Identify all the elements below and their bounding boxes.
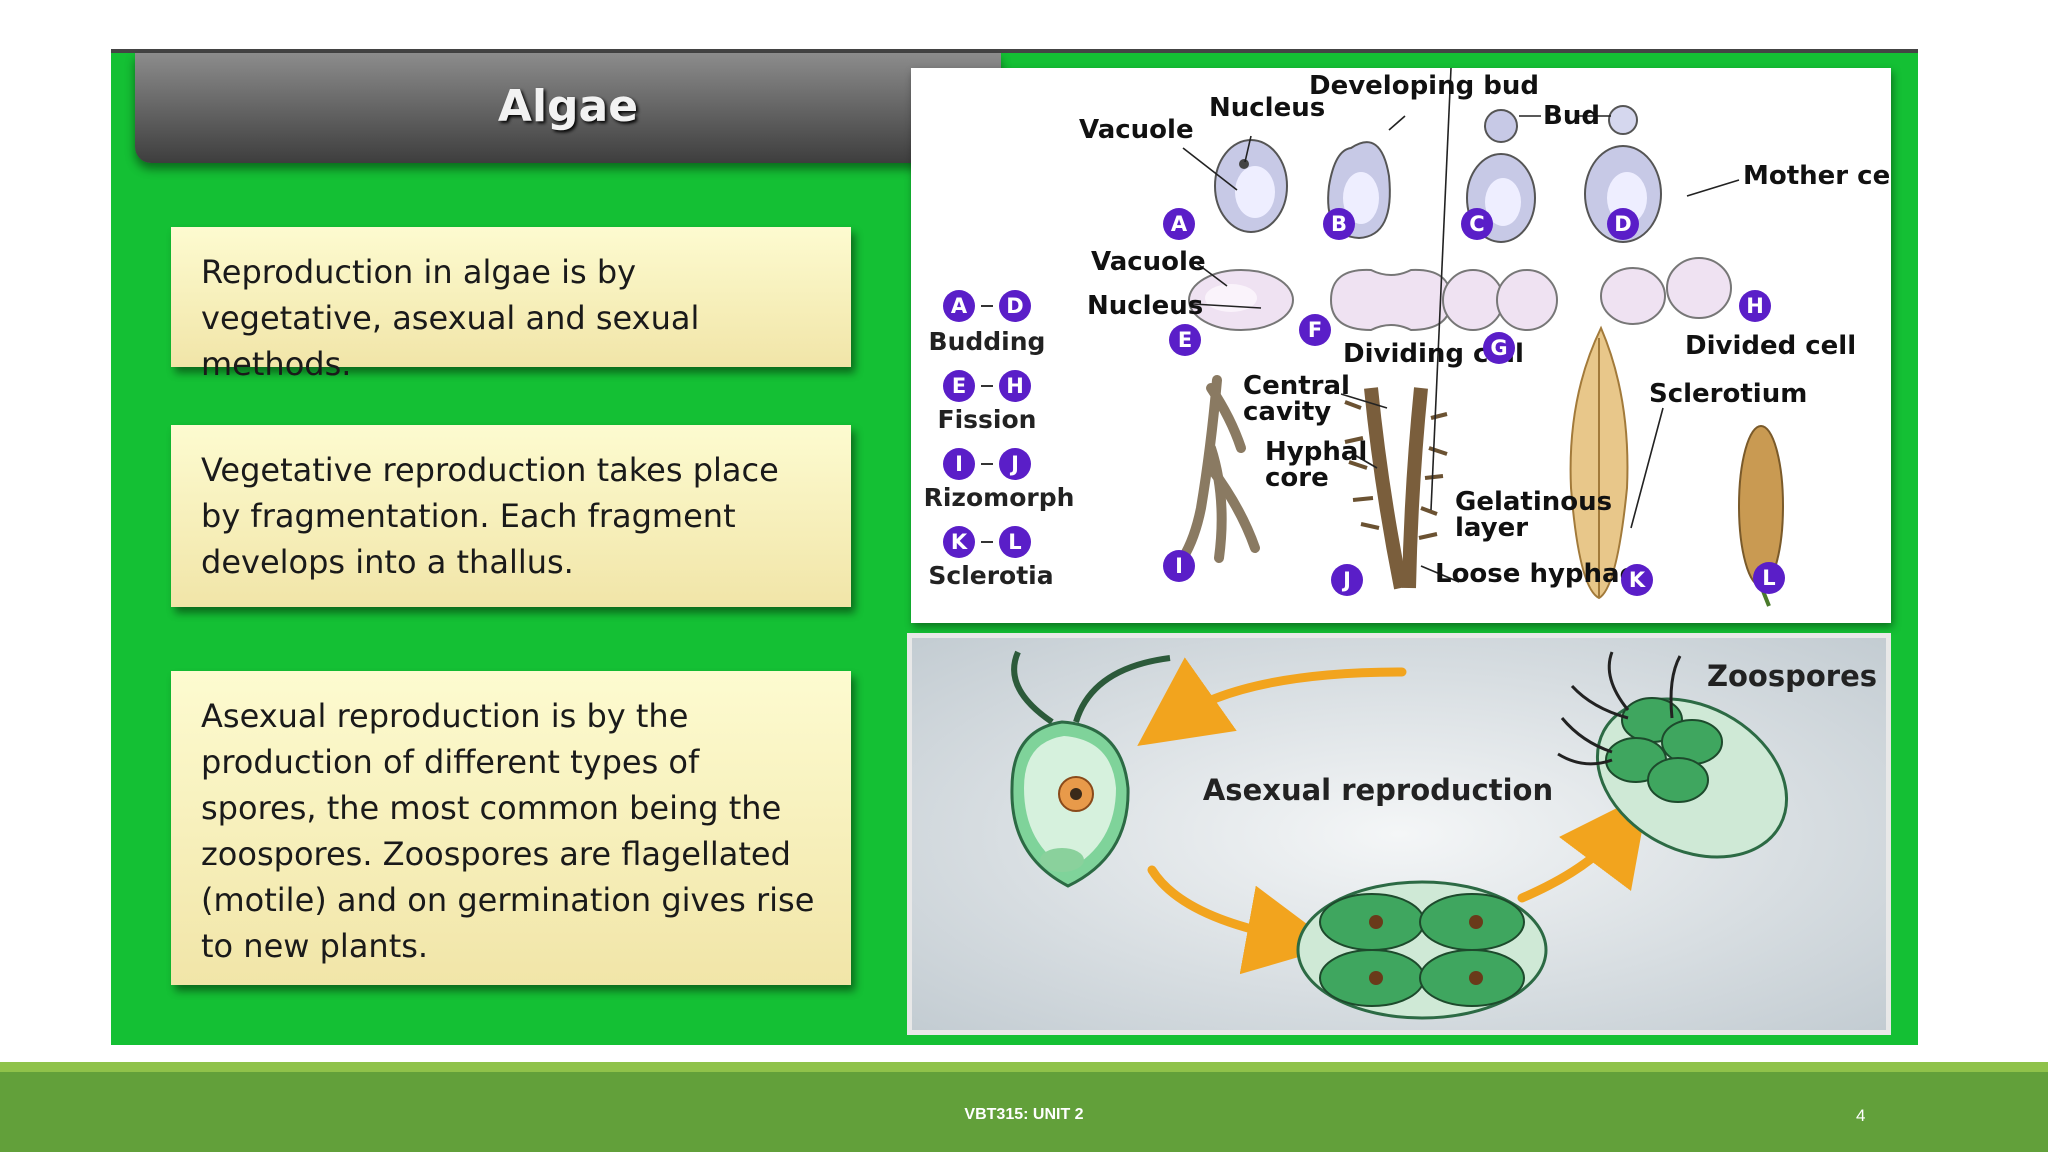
svg-text:L: L	[1008, 530, 1021, 554]
title-bar: Algae	[135, 53, 1001, 163]
zoospore-cell-illustration	[1010, 650, 1171, 888]
label-sclerotium: Sclerotium	[1649, 379, 1807, 409]
slide-area: Algae Reproduction in algae is by vegeta…	[111, 49, 1918, 1045]
badge-a: A	[1171, 212, 1188, 236]
letter-badges: A B C D E F G H I J K L	[1163, 208, 1785, 596]
label-mother-cell: Mother cell	[1743, 161, 1891, 191]
badge-h: H	[1746, 294, 1764, 318]
badge-f: F	[1308, 318, 1322, 342]
badge-j: J	[1341, 568, 1351, 592]
legend-sclerotia: K L Sclerotia	[928, 526, 1054, 590]
badge-k: K	[1629, 568, 1646, 592]
legend-budding: A D Budding	[929, 290, 1046, 356]
rhizomorph-illustration	[1178, 375, 1260, 563]
asexual-diagram-svg: Asexual reproduction Zoospores	[1010, 650, 1877, 1020]
label-gelatinous-2: layer	[1455, 513, 1528, 543]
badge-d: D	[1614, 212, 1631, 236]
label-hyphal-core-1: Hyphal	[1265, 437, 1367, 467]
badge-b: B	[1331, 212, 1347, 236]
page-number: 4	[1856, 1106, 1866, 1125]
label-central-cavity-1: Central	[1243, 371, 1350, 401]
asexual-reproduction-label: Asexual reproduction	[1203, 773, 1553, 807]
label-vacuole-mid: Vacuole	[1091, 247, 1206, 277]
legend-rizomorph-label: Rizomorph	[924, 483, 1075, 512]
badge-i: I	[1175, 554, 1183, 578]
label-divided-cell: Divided cell	[1685, 331, 1856, 361]
badge-l: L	[1762, 566, 1775, 590]
text-box-vegetative-text: Vegetative reproduction takes place by f…	[201, 451, 779, 581]
footer-course: VBT315: UNIT 2	[964, 1106, 1084, 1123]
text-box-asexual: Asexual reproduction is by the productio…	[171, 671, 851, 985]
label-central-cavity-2: cavity	[1243, 397, 1331, 427]
label-vacuole-top: Vacuole	[1079, 115, 1194, 145]
legend-sclerotia-label: Sclerotia	[928, 561, 1053, 590]
label-loose-hyphae: Loose hyphae	[1435, 559, 1637, 589]
svg-text:K: K	[951, 530, 968, 554]
legend-budding-label: Budding	[929, 327, 1046, 356]
legend-fission-label: Fission	[938, 405, 1037, 434]
zoospores-release-illustration	[1557, 651, 1789, 859]
fungi-diagram-svg: Vacuole Nucleus Developing bud Bud Mothe…	[924, 67, 1908, 607]
svg-text:H: H	[1006, 374, 1024, 398]
svg-text:J: J	[1009, 452, 1019, 476]
footer-bar: VBT315: UNIT 2 4	[0, 1062, 2048, 1152]
rhizomorph-bundle-illustration	[1344, 387, 1448, 590]
diagram-labels: Vacuole Nucleus Developing bud Bud Mothe…	[1079, 71, 1908, 589]
fission-cells	[1188, 257, 1732, 332]
text-box-reproduction: Reproduction in algae is by vegetative, …	[171, 227, 851, 383]
cycle-arrows	[1137, 657, 1650, 975]
text-box-vegetative: Vegetative reproduction takes place by f…	[171, 425, 851, 607]
svg-text:E: E	[952, 374, 966, 398]
label-hyphal-core-2: core	[1265, 463, 1329, 493]
label-bud: Bud	[1543, 101, 1600, 131]
legend-rizomorph: I J Rizomorph	[924, 448, 1075, 512]
text-box-asexual-text: Asexual reproduction is by the productio…	[201, 697, 815, 965]
legend-fission: E H Fission	[938, 370, 1037, 434]
fungi-reproduction-diagram: Vacuole Nucleus Developing bud Bud Mothe…	[911, 67, 1908, 623]
sclerotium-grain-illustration	[1569, 325, 1629, 600]
badge-c: C	[1469, 212, 1484, 236]
badge-g: G	[1490, 336, 1507, 360]
budding-cells	[1214, 105, 1662, 243]
label-developing-bud: Developing bud	[1309, 71, 1539, 101]
pointer-lines	[1182, 67, 1740, 583]
sporangium-illustration	[1296, 880, 1548, 1020]
svg-text:A: A	[951, 294, 968, 318]
text-box-reproduction-text: Reproduction in algae is by vegetative, …	[201, 253, 700, 383]
label-nucleus-mid: Nucleus	[1087, 291, 1203, 321]
reproduction-legend: A D Budding E H Fission I J Rizomorph	[924, 290, 1075, 590]
svg-text:I: I	[955, 452, 963, 476]
label-gelatinous-1: Gelatinous	[1455, 487, 1612, 517]
badge-e: E	[1178, 328, 1192, 352]
zoospores-label: Zoospores	[1707, 659, 1877, 693]
svg-text:D: D	[1006, 294, 1023, 318]
label-nucleus-top: Nucleus	[1209, 93, 1325, 123]
asexual-reproduction-diagram: Asexual reproduction Zoospores	[907, 633, 1891, 1035]
slide-title: Algae	[497, 81, 639, 132]
